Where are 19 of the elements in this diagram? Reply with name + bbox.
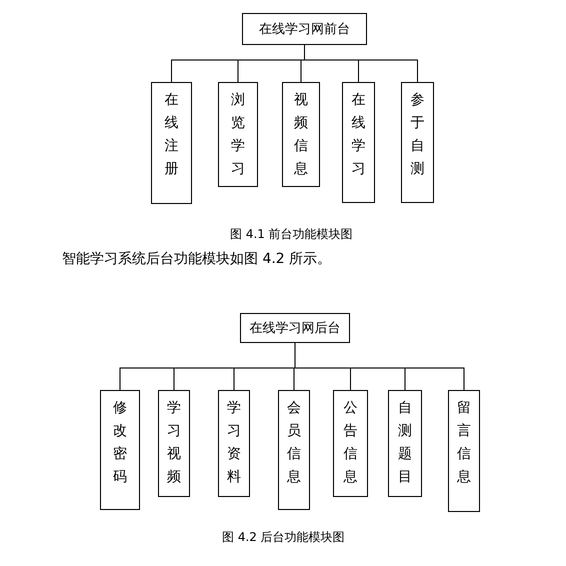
module-box: 浏览学习	[218, 82, 258, 187]
module-box: 参于自测	[401, 82, 434, 203]
module-box: 在线注册	[151, 82, 192, 204]
module-box: 公告信息	[333, 390, 368, 497]
system-box: 在线学习网后台	[240, 313, 350, 343]
module-box: 会员信息	[278, 390, 310, 510]
system-box: 在线学习网前台	[242, 13, 367, 45]
module-box: 学习视频	[158, 390, 190, 497]
module-box: 自测题目	[388, 390, 422, 497]
module-box: 学习资料	[218, 390, 250, 497]
module-box: 修改密码	[100, 390, 140, 510]
connector-line	[304, 44, 418, 82]
module-box: 留言信息	[448, 390, 480, 512]
module-box: 视频信息	[282, 82, 320, 187]
paragraph: 智能学习系统后台功能模块如图 4.2 所示。	[62, 250, 332, 268]
connector-line	[294, 342, 464, 390]
figure-caption: 图 4.1 前台功能模块图	[230, 226, 353, 243]
figure-caption: 图 4.2 后台功能模块图	[222, 529, 345, 546]
module-box: 在线学习	[342, 82, 375, 203]
